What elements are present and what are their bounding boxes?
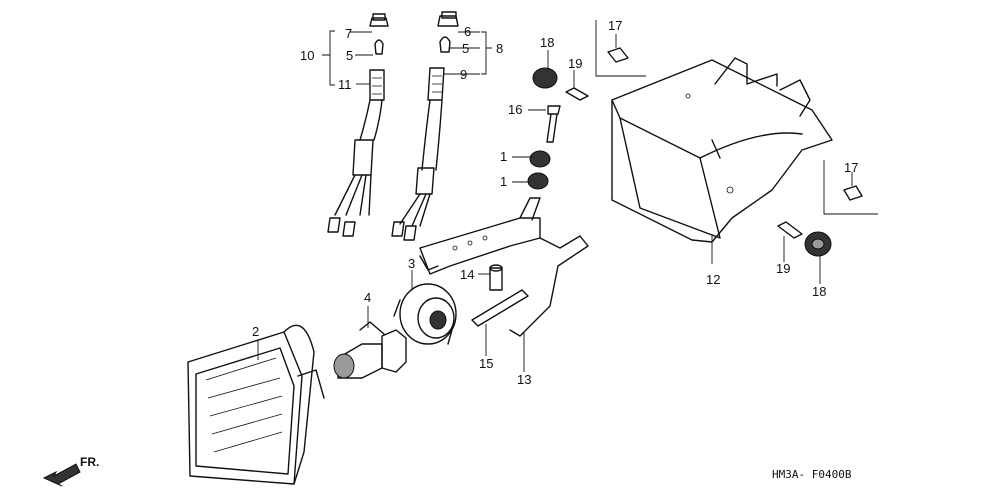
callout-15: 15 bbox=[479, 356, 493, 371]
callout-4: 4 bbox=[364, 290, 371, 305]
callout-9: 9 bbox=[460, 67, 467, 82]
diagram-code: HM3A- F0400B bbox=[772, 468, 852, 481]
wire-harness-left bbox=[327, 13, 389, 237]
callout-19-top: 19 bbox=[568, 56, 582, 71]
callout-3: 3 bbox=[408, 256, 415, 271]
grommet-18-top bbox=[532, 67, 558, 89]
bolt-16 bbox=[546, 105, 561, 143]
headlight-case-12 bbox=[611, 57, 833, 243]
leader-lines bbox=[257, 30, 853, 372]
callout-12: 12 bbox=[706, 272, 720, 287]
bolt-17-top bbox=[607, 47, 629, 63]
callout-16: 16 bbox=[508, 102, 522, 117]
socket-3 bbox=[393, 283, 457, 345]
callout-18-top: 18 bbox=[540, 35, 554, 50]
callout-1-upper: 1 bbox=[500, 149, 507, 164]
stay-15 bbox=[471, 289, 529, 327]
leader-frame-17-top bbox=[595, 20, 646, 77]
callout-5-left: 5 bbox=[346, 48, 353, 63]
bolt-17-right bbox=[843, 185, 863, 201]
headlight-unit-2 bbox=[187, 324, 325, 485]
callout-17-right: 17 bbox=[844, 160, 858, 175]
grommet-18-right bbox=[804, 231, 832, 257]
callout-10: 10 bbox=[300, 48, 314, 63]
bulb-4 bbox=[333, 321, 407, 379]
collar-14 bbox=[489, 264, 503, 291]
callout-8: 8 bbox=[496, 41, 503, 56]
callout-17-top: 17 bbox=[608, 18, 622, 33]
callout-19-right: 19 bbox=[776, 261, 790, 276]
callout-18-right: 18 bbox=[812, 284, 826, 299]
callout-6: 6 bbox=[464, 24, 471, 39]
callout-2: 2 bbox=[252, 324, 259, 339]
callout-14: 14 bbox=[460, 267, 474, 282]
callout-11: 11 bbox=[338, 77, 352, 92]
callout-13: 13 bbox=[517, 372, 531, 387]
bracket-13 bbox=[419, 197, 589, 337]
screw-19-top bbox=[565, 87, 589, 101]
rubber-1-lower bbox=[527, 172, 549, 190]
wire-harness-right bbox=[391, 11, 459, 241]
callout-7: 7 bbox=[345, 26, 352, 41]
leader-frame-17-right bbox=[823, 160, 878, 215]
callout-5-right: 5 bbox=[462, 41, 469, 56]
front-direction-arrow: FR. bbox=[42, 455, 99, 487]
rubber-1-upper bbox=[529, 150, 551, 168]
callout-1-lower: 1 bbox=[500, 174, 507, 189]
front-label: FR. bbox=[80, 455, 99, 469]
screw-19-right bbox=[777, 221, 803, 239]
